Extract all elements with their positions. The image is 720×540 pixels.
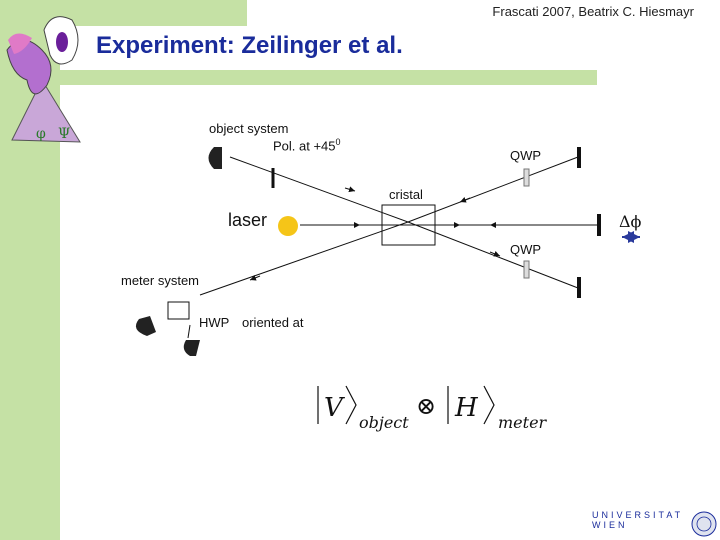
author-line: Frascati 2007, Beatrix C. Hiesmayr [492,4,694,19]
formula-otimes: ⊗ [416,392,436,420]
formula-meter: meter [498,413,548,432]
label-qwp-top: QWP [510,148,542,163]
hwp-box [167,301,190,320]
beam-upper-right [407,156,579,223]
label-laser: laser [228,210,268,230]
university-seal [691,511,717,537]
state-formula: V object ⊗ H meter [317,385,548,432]
top-band [0,0,247,26]
svg-text:φ: φ [36,126,46,142]
slide-title: Experiment: Zeilinger et al. [96,32,403,59]
laser-source [278,216,298,236]
svg-text:Ψ: Ψ [58,126,70,142]
label-meter-system: meter system [121,273,200,288]
detector-object [208,147,222,169]
formula-object: object [359,413,409,432]
label-qwp-bottom: QWP [510,242,542,257]
formula-v: V [324,393,345,423]
qwp-plate-bottom [523,260,530,279]
detector-meter-1 [135,316,156,336]
beam-lower-left [199,221,409,296]
label-delta-phi: Δϕ [619,212,642,231]
label-pol-text: Pol. at +45 [273,138,336,154]
label-pol-sup: 0 [335,137,341,147]
label-cristal: cristal [389,187,423,202]
label-oriented: oriented at [242,315,304,330]
detector-meter-2 [183,340,200,356]
label-hwp: HWP [199,315,230,330]
beam-upper-left [229,156,409,223]
university-name: UNIVERSITAT WIEN [592,510,684,530]
mascot-logo: φ Ψ [6,16,81,143]
label-object-system: object system [209,121,289,136]
crystal-box [381,204,436,246]
title-rule [60,70,597,85]
qwp-plate-top [523,168,530,187]
beam-lower-right [407,221,579,289]
experiment-diagram [135,147,640,356]
formula-h: H [454,393,479,423]
label-polarizer: Pol. at +450 [273,137,341,153]
